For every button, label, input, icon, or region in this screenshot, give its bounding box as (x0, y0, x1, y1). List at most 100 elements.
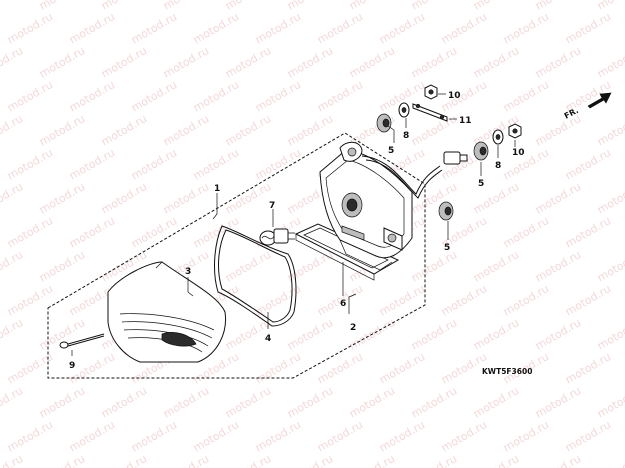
nut-10b (508, 123, 522, 139)
watermark-text: motod.ru (161, 112, 211, 148)
watermark-text: motod.ru (563, 10, 613, 46)
bulb (259, 228, 295, 246)
watermark-text: motod.ru (99, 0, 149, 13)
grommet-5a (376, 113, 392, 133)
watermark-text: motod.ru (563, 214, 613, 250)
watermark-text: motod.ru (439, 282, 489, 318)
watermark-text: motod.ru (285, 44, 335, 80)
watermark-text: motod.ru (285, 452, 335, 468)
nut-10a (424, 84, 438, 100)
watermark-text: motod.ru (253, 418, 303, 454)
watermark-text: motod.ru (67, 10, 117, 46)
watermark-text: motod.ru (501, 146, 551, 182)
watermark-text: motod.ru (409, 316, 459, 352)
watermark-text: motod.ru (0, 112, 25, 148)
watermark-text: motod.ru (223, 452, 273, 468)
watermark-text: motod.ru (285, 316, 335, 352)
watermark-text: motod.ru (595, 180, 625, 216)
watermark-text: motod.ru (347, 0, 397, 13)
watermark-text: motod.ru (315, 78, 365, 114)
watermark-text: motod.ru (0, 384, 25, 420)
callout-10a: 10 (448, 91, 461, 101)
watermark-text: motod.ru (347, 384, 397, 420)
watermark-text: motod.ru (563, 146, 613, 182)
callout-9: 9 (69, 361, 75, 371)
washer-8b (492, 129, 504, 145)
watermark-text: motod.ru (595, 0, 625, 13)
watermark-text: motod.ru (595, 452, 625, 468)
watermark-text: motod.ru (67, 418, 117, 454)
watermark-text: motod.ru (501, 78, 551, 114)
watermark-text: motod.ru (409, 0, 459, 13)
watermark-text: motod.ru (377, 418, 427, 454)
callout-5a: 5 (388, 146, 394, 156)
watermark-text: motod.ru (161, 452, 211, 468)
watermark-text: motod.ru (471, 452, 521, 468)
watermark-text: motod.ru (161, 0, 211, 13)
watermark-text: motod.ru (99, 384, 149, 420)
watermark-text: motod.ru (67, 78, 117, 114)
watermark-text: motod.ru (99, 44, 149, 80)
diagram-code: KWT5F3600 (482, 367, 532, 376)
callout-5b: 5 (478, 179, 484, 189)
watermark-text: motod.ru (471, 248, 521, 284)
watermark-text: motod.ru (315, 418, 365, 454)
watermark-text: motod.ru (501, 282, 551, 318)
watermark-text: motod.ru (5, 78, 55, 114)
watermark-text: motod.ru (533, 316, 583, 352)
watermark-text: motod.ru (377, 350, 427, 386)
callout-1: 1 (214, 184, 220, 194)
watermark-text: motod.ru (471, 384, 521, 420)
watermark-text: motod.ru (223, 44, 273, 80)
watermark-text: motod.ru (471, 44, 521, 80)
assembly-frame (47, 132, 426, 379)
watermark-text: motod.ru (533, 452, 583, 468)
watermark-text: motod.ru (67, 146, 117, 182)
leader-lines (71, 93, 516, 356)
watermark-text: motod.ru (285, 248, 335, 284)
screw (59, 333, 105, 349)
watermark-text: motod.ru (223, 248, 273, 284)
watermark-text: motod.ru (223, 180, 273, 216)
watermark-text: motod.ru (5, 418, 55, 454)
watermark-text: motod.ru (439, 418, 489, 454)
watermark-text: motod.ru (37, 44, 87, 80)
watermark-text: motod.ru (347, 44, 397, 80)
watermark-text: motod.ru (223, 112, 273, 148)
reflector (294, 223, 400, 281)
front-arrow-icon (587, 92, 612, 109)
watermark-text: motod.ru (0, 44, 25, 80)
watermark-text: motod.ru (161, 180, 211, 216)
watermark-text: motod.ru (0, 452, 25, 468)
watermark-text: motod.ru (471, 0, 521, 13)
watermark-text: motod.ru (253, 146, 303, 182)
watermark-text: motod.ru (563, 350, 613, 386)
watermark-text: motod.ru (595, 384, 625, 420)
watermark-text: motod.ru (377, 10, 427, 46)
watermark-text: motod.ru (595, 44, 625, 80)
watermark-text: motod.ru (129, 78, 179, 114)
watermark-text: motod.ru (5, 10, 55, 46)
watermark-text: motod.ru (129, 10, 179, 46)
watermark-text: motod.ru (37, 384, 87, 420)
washer-8a (398, 102, 410, 118)
watermark-text: motod.ru (0, 248, 25, 284)
watermark-text: motod.ru (253, 78, 303, 114)
callout-8b: 8 (495, 161, 501, 171)
watermark-text: motod.ru (501, 10, 551, 46)
watermark-text: motod.ru (5, 214, 55, 250)
watermark-text: motod.ru (191, 418, 241, 454)
watermark-text: motod.ru (129, 214, 179, 250)
watermark-text: motod.ru (347, 452, 397, 468)
watermark-text: motod.ru (0, 0, 25, 13)
watermark-text: motod.ru (501, 418, 551, 454)
lamp-housing (319, 141, 413, 271)
grommet-5c (438, 201, 454, 221)
callout-11: 11 (459, 116, 472, 126)
watermark-text: motod.ru (409, 112, 459, 148)
watermark-text: motod.ru (191, 10, 241, 46)
watermark-text: motod.ru (533, 44, 583, 80)
watermark-text: motod.ru (439, 10, 489, 46)
watermark-text: motod.ru (501, 214, 551, 250)
